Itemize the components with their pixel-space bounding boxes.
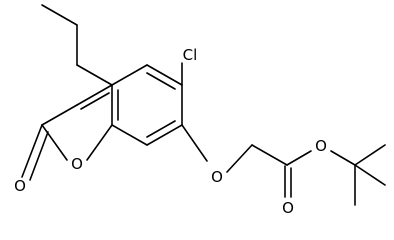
bond-ch2-c bbox=[251, 144, 288, 166]
bond-o-ch2 bbox=[226, 144, 253, 173]
chlorine-label: Cl bbox=[183, 46, 198, 64]
bond-tbu-up bbox=[354, 144, 386, 166]
bond-c2-o-double-a bbox=[21, 124, 43, 178]
ester-carbonyl-oxygen-label: O bbox=[282, 199, 294, 217]
bond-o1-c8a bbox=[86, 124, 113, 161]
bond-c7-c8 bbox=[146, 124, 183, 146]
ester-oxygen-label: O bbox=[315, 137, 327, 155]
bond-c8-c8a bbox=[111, 124, 148, 146]
bond-c7-c8-inner bbox=[146, 120, 176, 138]
molecule-diagram: Cl O O O O O bbox=[14, 4, 386, 217]
bond-tbu-right bbox=[354, 164, 386, 186]
bond-c2-o1 bbox=[41, 124, 68, 161]
bond-c-oester bbox=[286, 150, 312, 166]
bond-oester-ctert bbox=[330, 150, 356, 166]
bond-c7-o bbox=[181, 124, 208, 162]
bond-propyl-1 bbox=[41, 4, 78, 26]
bond-c5-c6 bbox=[146, 64, 183, 86]
bond-c2-o-double-b bbox=[29, 131, 49, 181]
bond-propyl-3 bbox=[76, 64, 113, 86]
ether-oxygen-label: O bbox=[211, 168, 223, 186]
bond-c4a-c5 bbox=[111, 64, 148, 86]
bond-c3-c2 bbox=[41, 104, 78, 126]
bond-c4-c3-inner bbox=[80, 92, 110, 110]
bond-c4-c3 bbox=[76, 84, 113, 106]
ring-oxygen-label: O bbox=[71, 155, 83, 173]
bond-c5-c6-inner bbox=[146, 72, 176, 90]
lactone-carbonyl-oxygen-label: O bbox=[14, 177, 26, 195]
